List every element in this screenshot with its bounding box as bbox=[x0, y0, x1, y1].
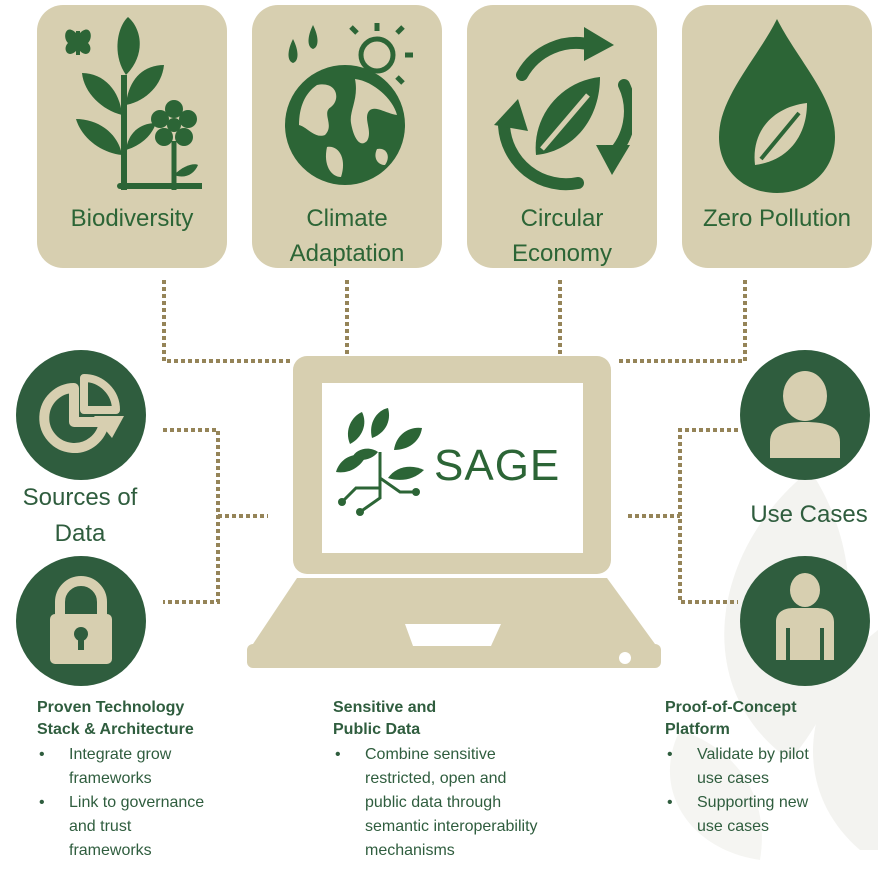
user-icon bbox=[770, 371, 840, 458]
note-bullet: Combine sensitive restricted, open and p… bbox=[333, 743, 603, 863]
sources-pie-chart-circle bbox=[16, 350, 146, 480]
note-bullets: Validate by pilot use cases Supporting n… bbox=[665, 743, 870, 839]
tile-climate-adaptation: Climate Adaptation bbox=[252, 5, 442, 268]
note-bullets: Combine sensitive restricted, open and p… bbox=[333, 743, 603, 863]
note-bullet: Supporting new use cases bbox=[665, 791, 870, 839]
tile-label: Zero Pollution bbox=[702, 205, 852, 232]
note-technology-stack: Proven Technology Stack & Architecture I… bbox=[37, 697, 267, 863]
tile-biodiversity: Biodiversity bbox=[37, 5, 227, 268]
sources-lock-circle bbox=[16, 556, 146, 686]
pie-chart-icon bbox=[39, 374, 124, 453]
use-cases-user-circle bbox=[740, 350, 870, 480]
tile-label: Biodiversity bbox=[70, 205, 194, 232]
sources-of-data-label: Sources of Data bbox=[22, 484, 138, 547]
note-bullet: Validate by pilot use cases bbox=[665, 743, 870, 791]
note-bullet: Integrate grow frameworks bbox=[37, 743, 267, 791]
note-bullets: Integrate grow frameworks Link to govern… bbox=[37, 743, 267, 863]
tile-label: Circular Economy bbox=[511, 205, 613, 267]
note-title: Proven Technology Stack & Architecture bbox=[37, 699, 194, 738]
tile-label: Climate Adaptation bbox=[289, 205, 405, 267]
tile-zero-pollution: Zero Pollution bbox=[682, 5, 872, 268]
plant-butterfly-icon bbox=[65, 17, 202, 190]
use-cases-label: Use Cases bbox=[750, 501, 868, 528]
sage-logo-text: SAGE bbox=[434, 441, 561, 490]
note-sensitive-public-data: Sensitive and Public Data Combine sensit… bbox=[333, 697, 603, 863]
note-proof-of-concept: Proof-of-Concept Platform Validate by pi… bbox=[665, 697, 870, 839]
use-cases-person-circle bbox=[740, 556, 870, 686]
laptop-screen: SAGE bbox=[322, 383, 583, 553]
lock-icon bbox=[50, 576, 112, 664]
globe-rain-sun-icon bbox=[285, 23, 413, 185]
recycle-leaf-icon bbox=[494, 27, 632, 191]
person-icon bbox=[776, 573, 834, 660]
sage-leaf-logo-icon bbox=[336, 408, 424, 516]
note-bullet: Link to governance and trust frameworks bbox=[37, 791, 267, 863]
note-title: Proof-of-Concept Platform bbox=[665, 699, 797, 738]
note-title: Sensitive and Public Data bbox=[333, 699, 437, 738]
tile-circular-economy: Circular Economy bbox=[467, 5, 657, 268]
water-drop-leaf-icon bbox=[719, 19, 835, 193]
